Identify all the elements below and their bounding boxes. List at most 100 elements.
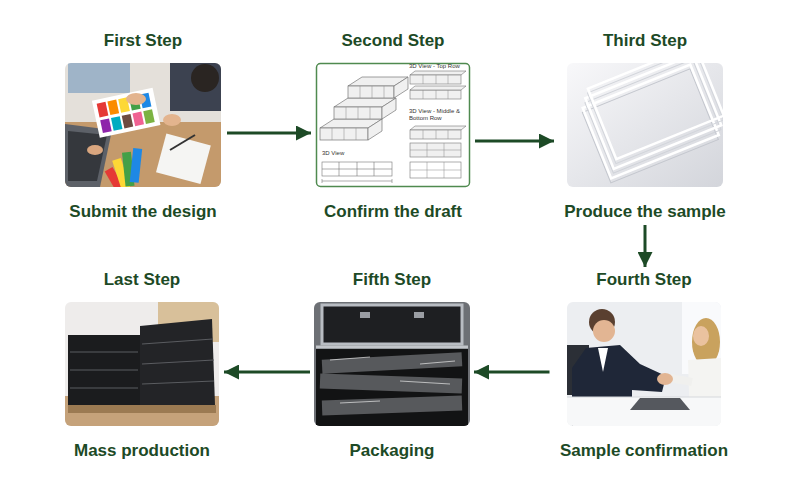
draft-drawing-part	[322, 162, 392, 183]
draft-drawing-part-part	[410, 150, 461, 151]
acrylic-sample-photo-part-part	[585, 63, 721, 169]
step-heading: First Step	[61, 30, 225, 52]
design-photo-part	[170, 63, 221, 111]
draft-drawing-part	[332, 86, 384, 140]
drawing-label: 3D View - Middle & Bottom Row	[409, 108, 469, 121]
draft-drawing-part-part	[410, 71, 466, 75]
photo-slot	[312, 302, 472, 426]
design-photo	[65, 63, 221, 187]
packaging-photo-part	[316, 346, 468, 349]
draft-drawing-part-part	[410, 75, 461, 84]
photo-slot	[552, 302, 737, 426]
drawing-label: 3D View - Top Row	[409, 63, 469, 70]
draft-drawing-part-part	[410, 90, 461, 99]
flow-arrow	[474, 371, 550, 374]
packaging-photo-part-part	[322, 396, 462, 416]
draft-drawing-part-part	[382, 98, 396, 119]
step-heading: Third Step	[556, 30, 734, 52]
packaging-photo-part	[322, 305, 462, 344]
draft-drawing-part-part	[368, 119, 382, 140]
design-photo-part	[156, 134, 211, 185]
draft-drawing-part	[410, 75, 461, 178]
design-photo-part	[87, 145, 103, 155]
design-photo-part-part	[97, 102, 109, 118]
mass-production-photo-part-part	[70, 369, 138, 370]
flow-arrow	[224, 371, 310, 374]
acrylic-sample-photo-part-part	[587, 63, 723, 164]
design-photo-part	[68, 63, 130, 93]
acrylic-sample-photo-part-part	[588, 63, 723, 159]
draft-drawing-part-part	[436, 130, 437, 139]
design-photo-part-part	[130, 148, 143, 183]
design-photo-part-part	[92, 88, 161, 138]
design-photo-part	[191, 64, 219, 92]
photo-slot	[556, 63, 734, 187]
acrylic-sample-photo-part-part	[585, 63, 721, 173]
draft-drawing-part-part	[423, 75, 424, 84]
mass-production-photo-part-part	[142, 381, 214, 384]
draft-drawing-part	[320, 77, 408, 140]
draft-drawing-part-part	[448, 75, 449, 84]
draft-drawing-part	[317, 64, 470, 187]
handshake-photo-part	[670, 378, 692, 382]
draft-drawing-part-part	[322, 162, 392, 176]
mass-production-photo-part	[68, 335, 140, 405]
draft-drawing-part-part	[346, 107, 347, 119]
mass-production-photo-part-part	[70, 351, 138, 352]
handshake-photo-part	[598, 348, 608, 372]
draft-drawing-part-part	[444, 143, 445, 157]
draft-drawing-part-part	[322, 181, 392, 182]
step-caption: Confirm the draft	[313, 201, 473, 223]
handshake-photo-part	[567, 397, 721, 426]
design-photo-part-part	[100, 118, 112, 133]
mass-production-photo-part-part	[142, 339, 213, 344]
draft-drawing-part-part	[358, 107, 359, 119]
draft-drawing-part-part	[410, 86, 466, 90]
packaging-photo-part	[320, 352, 463, 415]
mass-production-photo-part-part	[142, 360, 214, 364]
draft-drawing-part-part	[410, 170, 461, 171]
flow-arrow	[475, 140, 554, 143]
draft-drawing-part-part	[370, 107, 371, 119]
design-photo-part-part	[122, 114, 134, 129]
draft-drawing-part-part	[410, 143, 461, 157]
acrylic-sample-photo-part	[575, 63, 723, 183]
draft-drawing-part-part	[410, 126, 466, 130]
step-heading: Fifth Step	[312, 269, 472, 291]
draft-drawing-part-part	[322, 169, 392, 170]
draft-drawing-part-part	[436, 90, 437, 99]
step-caption: Packaging	[312, 440, 472, 462]
design-photo-part-part	[143, 109, 155, 124]
packaging-photo-part	[360, 312, 370, 318]
draft-drawing	[317, 64, 470, 187]
draft-drawing-part-part	[356, 128, 357, 140]
packaging-photo-part-part	[330, 357, 370, 360]
design-photo-part-part	[156, 134, 211, 185]
flow-arrow	[227, 132, 311, 135]
draft-drawing-part-part	[392, 179, 393, 183]
draft-drawing-part-part	[436, 75, 437, 84]
design-photo-part-part	[132, 112, 144, 127]
draft-drawing-part-part	[344, 128, 345, 140]
draft-drawing-part-part	[334, 107, 382, 119]
flow-arrow	[644, 225, 647, 267]
design-photo-part	[65, 122, 221, 187]
handshake-photo-part	[567, 397, 721, 398]
drawing-label: 3D View	[322, 150, 372, 157]
step-heading: Second Step	[313, 30, 473, 52]
packaging-photo-part-part	[322, 352, 463, 373]
draft-drawing-part-part	[444, 162, 445, 178]
step-heading: Last Step	[62, 269, 222, 291]
draft-drawing-part-part	[423, 90, 424, 99]
handshake-photo-part	[630, 398, 690, 410]
design-photo-part-part	[107, 100, 119, 116]
step-card: Third StepProduce the sample	[556, 30, 734, 223]
acrylic-sample-photo	[567, 63, 723, 187]
design-photo-part	[163, 114, 181, 126]
design-photo-part	[170, 135, 195, 150]
packaging-photo	[314, 302, 470, 426]
design-photo-part-part	[111, 116, 123, 131]
step-caption: Submit the design	[61, 201, 225, 223]
